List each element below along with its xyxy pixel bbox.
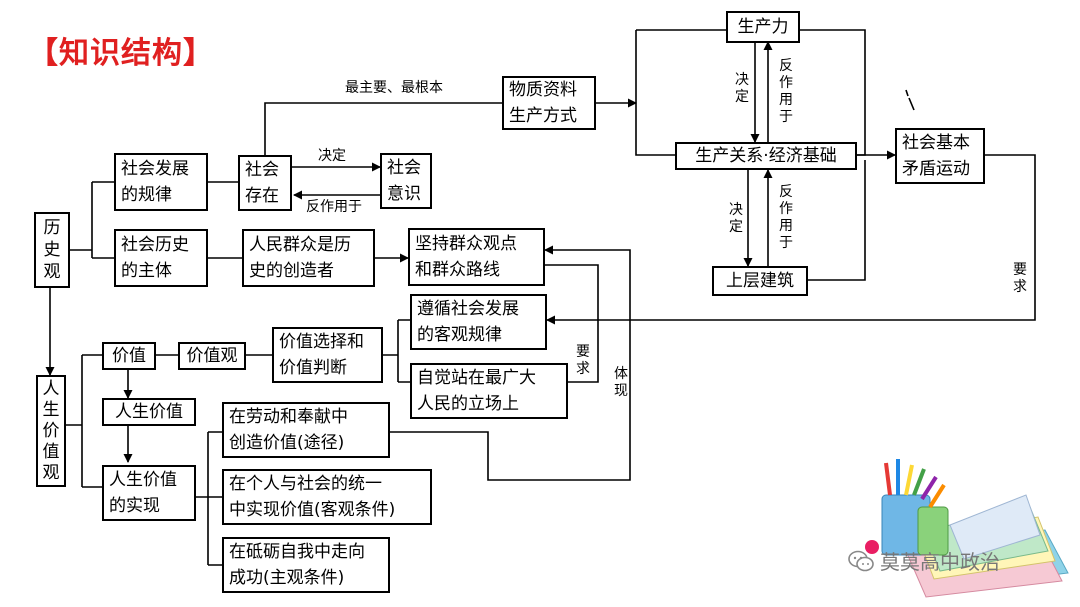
material-production-mode-box: 物质资料 生产方式 <box>502 76 596 130</box>
require-label-1: 要 求 <box>1013 262 1027 295</box>
production-relations-box: 生产关系·经济基础 <box>675 142 857 170</box>
self-tempering-box: 在砥砺自我中走向 成功(主观条件) <box>222 537 390 593</box>
page-title: 【知识结构】 <box>28 36 214 71</box>
watermark-text: 莫莫高中政治 <box>880 550 1000 574</box>
follow-objective-law-box: 遵循社会发展 的客观规律 <box>410 294 547 350</box>
require-label-2: 要 求 <box>576 344 590 377</box>
most-important-label: 最主要、最根本 <box>345 80 443 96</box>
decide-label-2: 决 定 <box>735 72 749 105</box>
stray-mark-icon <box>905 89 915 111</box>
superstructure-box: 上层建筑 <box>712 266 808 296</box>
labor-contribution-box: 在劳动和奉献中 创造价值(途径) <box>222 402 390 458</box>
value-box: 价值 <box>102 342 156 370</box>
social-development-law-box: 社会发展 的规律 <box>114 153 208 211</box>
life-value-realization-box: 人生价值 的实现 <box>102 465 196 521</box>
embody-label: 体 现 <box>614 366 628 399</box>
people-create-history-box: 人民群众是历 史的创造者 <box>242 229 375 287</box>
social-consciousness-box: 社会 意识 <box>380 153 432 209</box>
people-stand-box: 自觉站在最广大 人民的立场上 <box>410 363 568 419</box>
react-label-2: 反 作 用 于 <box>779 58 793 125</box>
watermark: 莫莫高中政治 <box>848 546 1000 575</box>
individual-society-box: 在个人与社会的统一 中实现价值(客观条件) <box>222 469 432 525</box>
historical-subject-box: 社会历史 的主体 <box>114 229 208 287</box>
react-label: 反作用于 <box>306 199 362 215</box>
life-value-view-box: 人 生 价 值 观 <box>36 375 66 487</box>
decide-label: 决定 <box>318 148 346 164</box>
react-label-3: 反 作 用 于 <box>779 184 793 251</box>
basic-contradiction-box: 社会基本 矛盾运动 <box>895 128 985 184</box>
life-value-box: 人生价值 <box>102 398 196 426</box>
social-existence-box: 社会 存在 <box>238 155 292 211</box>
historical-view-box: 历 史 观 <box>34 212 70 288</box>
wechat-icon <box>848 550 874 571</box>
value-choice-box: 价值选择和 价值判断 <box>272 327 383 383</box>
decide-label-3: 决 定 <box>729 202 743 235</box>
books-pencils-illustration-icon <box>865 459 1069 598</box>
value-view-box: 价值观 <box>178 342 246 370</box>
productivity-box: 生产力 <box>726 11 800 43</box>
mass-line-box: 坚持群众观点 和群众路线 <box>408 228 545 286</box>
